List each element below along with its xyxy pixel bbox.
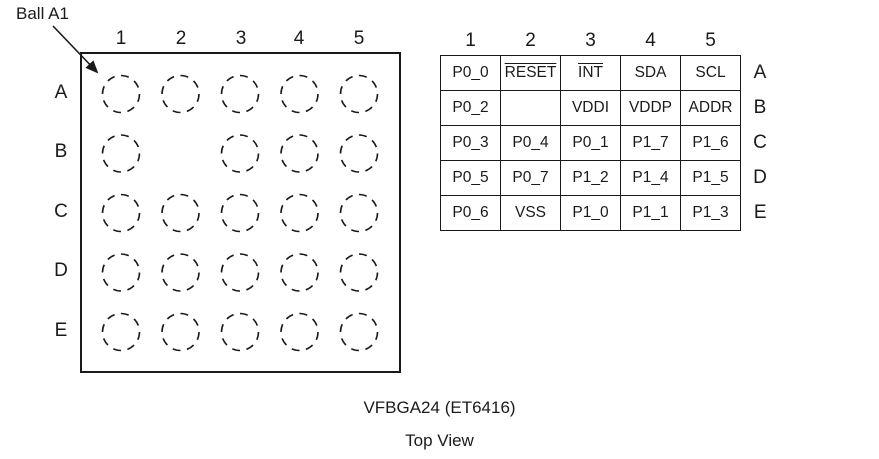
pin-cell-B2 bbox=[500, 90, 561, 126]
pkg-row-label-B: B bbox=[54, 141, 68, 162]
pin-cell-B3: VDDI bbox=[560, 90, 621, 126]
pin-table-row-header-A: A bbox=[753, 62, 767, 83]
ball-D3 bbox=[220, 253, 260, 292]
pin-cell-D2: P0_7 bbox=[500, 160, 561, 196]
pin-cell-E2: VSS bbox=[500, 195, 561, 231]
ball-E2 bbox=[161, 312, 200, 352]
view-caption: Top View bbox=[405, 431, 474, 450]
ball-E1 bbox=[101, 312, 141, 352]
ball-A1 bbox=[101, 74, 141, 114]
pkg-column-label-3: 3 bbox=[235, 28, 247, 49]
pin-table-row-A: P0_0 RESET INT SDA SCL A bbox=[440, 55, 780, 91]
pin-cell-B4: VDDP bbox=[620, 90, 681, 126]
pin-table-row-header-E: E bbox=[753, 202, 767, 223]
pkg-row-label-A: A bbox=[54, 82, 68, 103]
ball-B4 bbox=[280, 134, 319, 173]
ball-E4 bbox=[280, 312, 319, 352]
pin-cell-C3: P0_1 bbox=[560, 125, 621, 161]
ball-D2 bbox=[161, 253, 200, 292]
ball-D5 bbox=[339, 253, 379, 292]
pkg-row-label-E: E bbox=[54, 320, 68, 341]
pin-table-col-header-2: 2 bbox=[525, 30, 536, 51]
ball-a1-label: Ball A1 bbox=[16, 4, 69, 23]
ball-C3 bbox=[220, 193, 260, 233]
ball-B3 bbox=[220, 134, 260, 173]
pin-cell-D5: P1_5 bbox=[680, 160, 741, 196]
pin-cell-B1: P0_2 bbox=[440, 90, 501, 126]
pin-cell-D1: P0_5 bbox=[440, 160, 501, 196]
pin-table-header-row: 1 2 3 4 5 bbox=[441, 27, 780, 56]
pin-cell-A5: SCL bbox=[680, 55, 741, 91]
pin-cell-C5: P1_6 bbox=[680, 125, 741, 161]
pkg-column-label-2: 2 bbox=[175, 28, 187, 49]
pin-cell-C2: P0_4 bbox=[500, 125, 561, 161]
pin-table-col-header-1: 1 bbox=[465, 30, 476, 51]
ball-A4 bbox=[280, 74, 319, 114]
pin-cell-E5: P1_3 bbox=[680, 195, 741, 231]
pkg-column-label-1: 1 bbox=[115, 28, 127, 49]
pin-cell-E3: P1_0 bbox=[560, 195, 621, 231]
pin-cell-A4: SDA bbox=[620, 55, 681, 91]
pkg-column-label-4: 4 bbox=[293, 28, 305, 49]
ball-A3 bbox=[220, 74, 260, 114]
pkg-row-label-C: C bbox=[54, 201, 68, 222]
ball-B5 bbox=[339, 134, 379, 173]
ball-D1 bbox=[101, 253, 141, 292]
pin-table-row-C: P0_3 P0_4 P0_1 P1_7 P1_6 C bbox=[440, 125, 780, 161]
pin-table-col-header-3: 3 bbox=[585, 30, 596, 51]
ball-C5 bbox=[339, 193, 379, 233]
pin-cell-E1: P0_6 bbox=[440, 195, 501, 231]
ball-E3 bbox=[220, 312, 260, 352]
pin-assignment-table: 1 2 3 4 5 P0_0 RESET INT SDA SCL A P0_2 … bbox=[440, 27, 780, 231]
pkg-row-label-D: D bbox=[54, 260, 68, 281]
pin-cell-D4: P1_4 bbox=[620, 160, 681, 196]
pin-cell-D3: P1_2 bbox=[560, 160, 621, 196]
pin-cell-B5: ADDR bbox=[680, 90, 741, 126]
pin-cell-A3: INT bbox=[560, 55, 621, 91]
pin-table-row-B: P0_2 VDDI VDDP ADDR B bbox=[440, 90, 780, 126]
package-diagram bbox=[52, 25, 401, 373]
ball-E5 bbox=[339, 312, 379, 352]
pin-cell-A2: RESET bbox=[500, 55, 561, 91]
ball-C4 bbox=[280, 193, 319, 233]
pin-table-row-E: P0_6 VSS P1_0 P1_1 P1_3 E bbox=[440, 195, 780, 231]
package-outline bbox=[80, 52, 401, 373]
pin-cell-E4: P1_1 bbox=[620, 195, 681, 231]
pin-table-row-D: P0_5 P0_7 P1_2 P1_4 P1_5 D bbox=[440, 160, 780, 196]
ball-D4 bbox=[280, 253, 319, 292]
pin-table-row-header-D: D bbox=[753, 167, 767, 188]
pin-cell-C4: P1_7 bbox=[620, 125, 681, 161]
ball-A5 bbox=[339, 74, 379, 114]
pin-table-corner bbox=[741, 27, 780, 56]
package-name-caption: VFBGA24 (ET6416) bbox=[363, 398, 516, 417]
pin-table-col-header-4: 4 bbox=[645, 30, 656, 51]
ball-a1-arrow bbox=[52, 25, 99, 74]
pin-table-col-header-5: 5 bbox=[705, 30, 716, 51]
pin-cell-A1: P0_0 bbox=[440, 55, 501, 91]
pkg-column-label-5: 5 bbox=[353, 28, 365, 49]
ball-C2 bbox=[161, 193, 200, 233]
pin-table-row-header-B: B bbox=[753, 97, 767, 118]
ball-grid bbox=[101, 74, 379, 352]
ball-C1 bbox=[101, 193, 141, 233]
ball-A2 bbox=[161, 74, 200, 114]
pin-cell-C1: P0_3 bbox=[440, 125, 501, 161]
ball-B1 bbox=[101, 134, 141, 173]
pin-table-row-header-C: C bbox=[753, 132, 767, 153]
